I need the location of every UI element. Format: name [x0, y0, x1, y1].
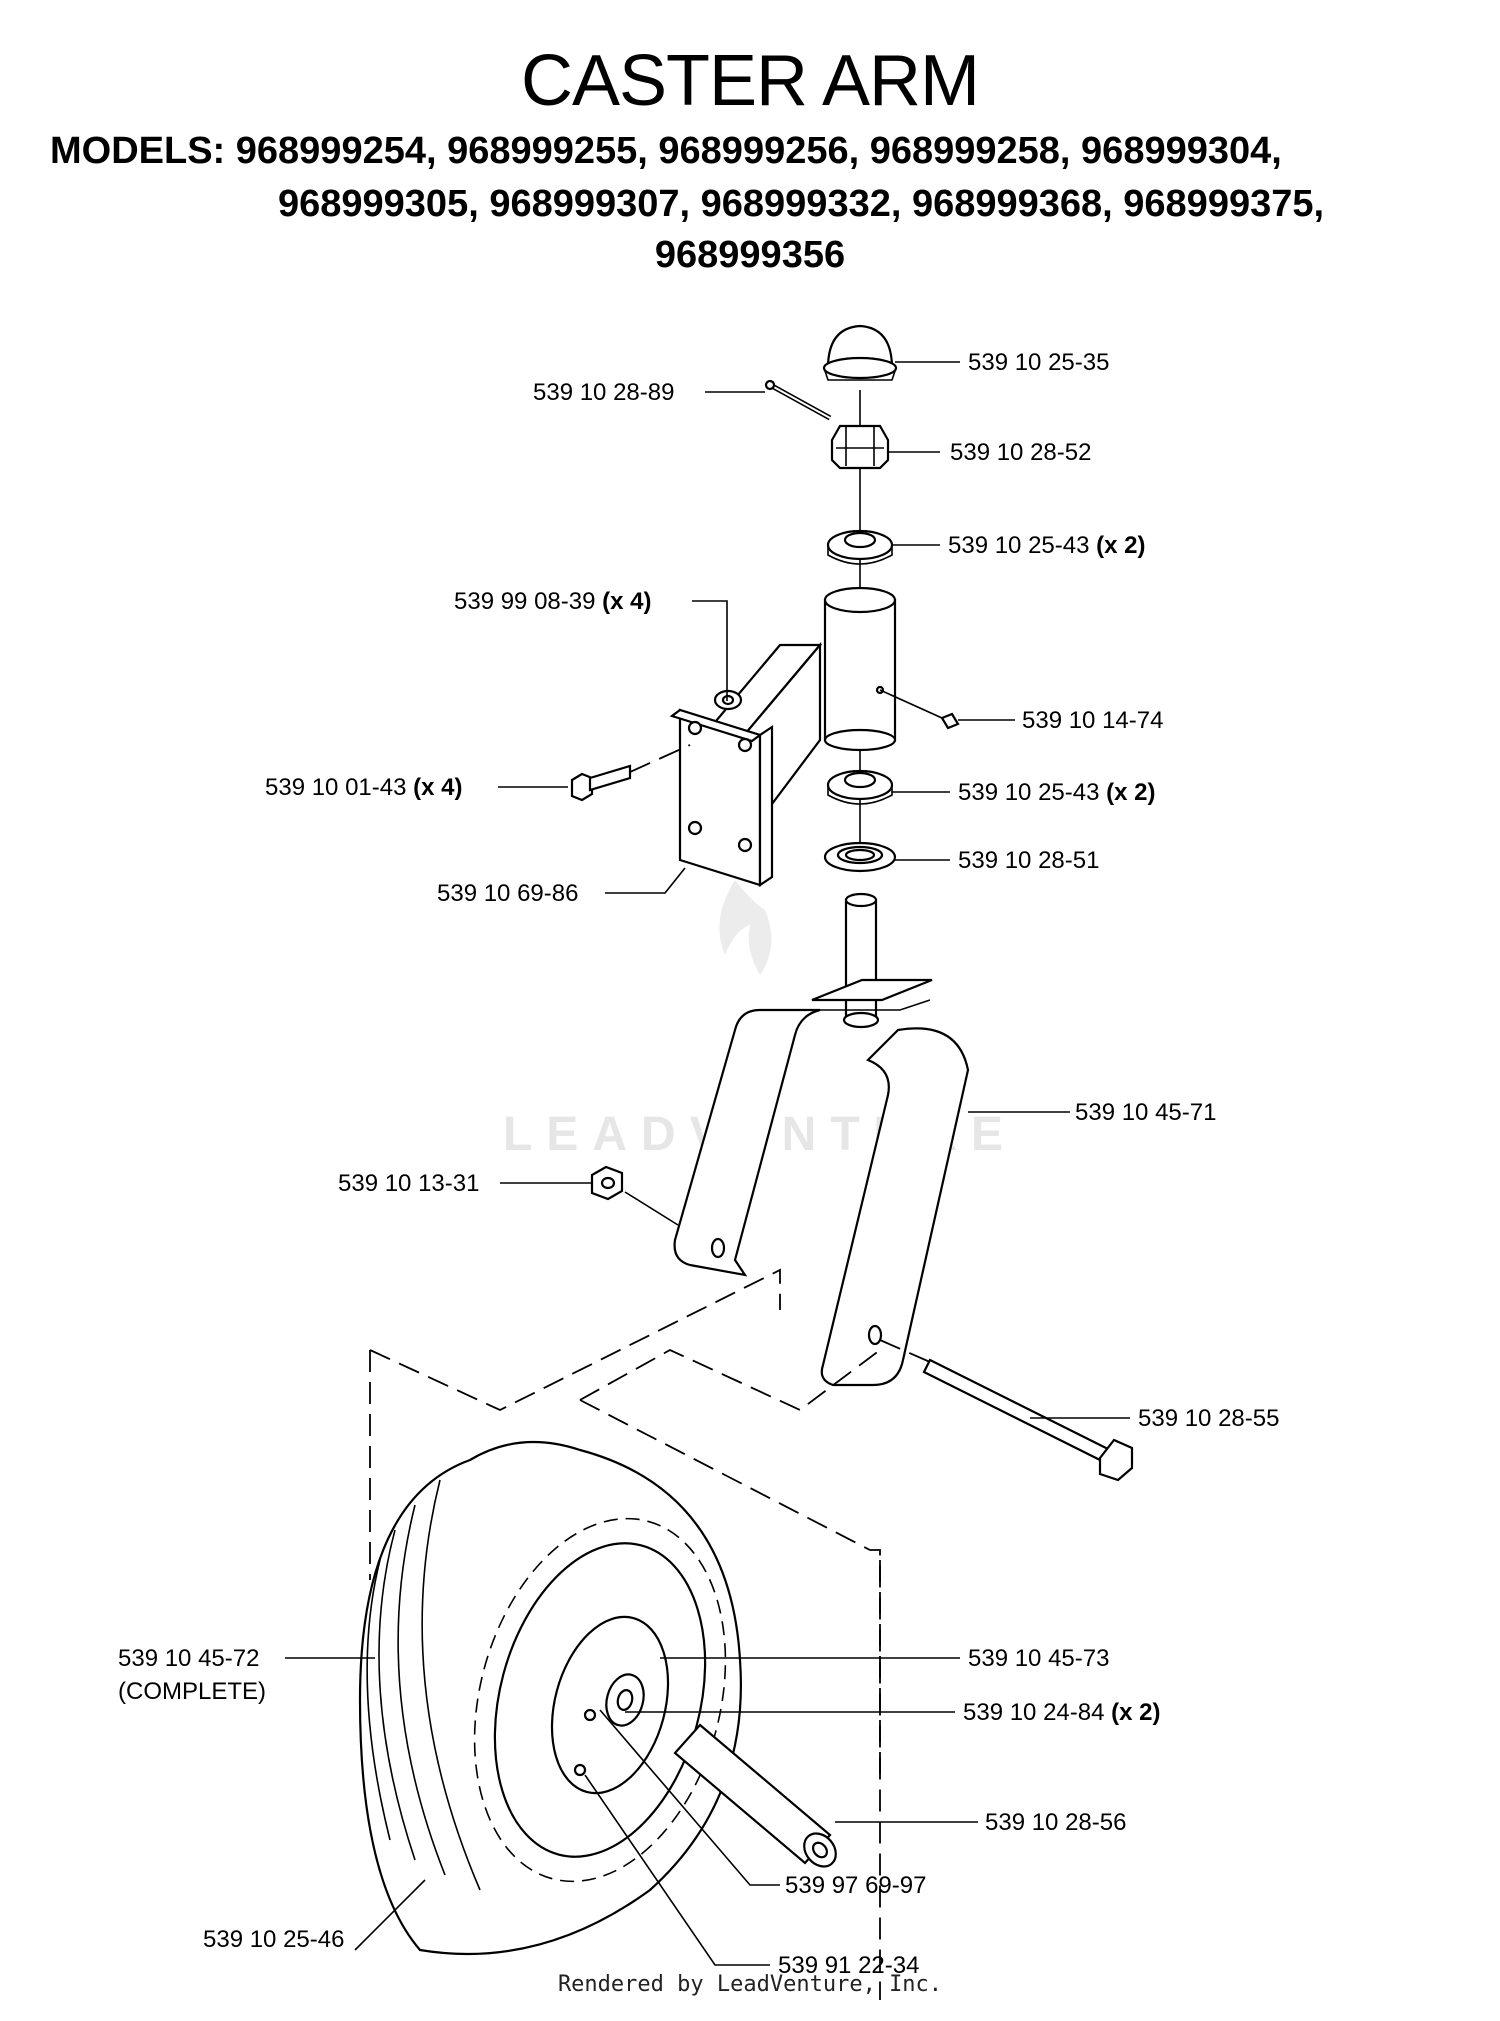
castle-nut[interactable]: [830, 424, 890, 470]
label-p19[interactable]: 539 10 25-46: [203, 1926, 344, 1953]
page-title: CASTER ARM: [520, 41, 980, 121]
upper-bearing[interactable]: [826, 529, 894, 565]
footer-credit: Rendered by LeadVenture, Inc.: [557, 1972, 943, 1997]
caster-fork[interactable]: [673, 892, 970, 1387]
lock-nut[interactable]: [713, 689, 743, 711]
label-p5[interactable]: 539 99 08-39 (x 4): [454, 588, 652, 615]
label-p14[interactable]: 539 10 45-72: [118, 1645, 259, 1672]
label-p17[interactable]: 539 10 28-56: [985, 1809, 1126, 1836]
part-labels: 539 10 25-35 539 10 28-89 539 10 28-52 5…: [118, 349, 1279, 1979]
dust-cap[interactable]: [822, 324, 898, 381]
label-p11[interactable]: 539 10 45-71: [1075, 1099, 1216, 1126]
label-p13[interactable]: 539 10 28-55: [1138, 1405, 1279, 1432]
flame-logo-icon: [719, 880, 772, 975]
label-p4[interactable]: 539 10 25-43 (x 2): [948, 532, 1146, 559]
label-p6[interactable]: 539 10 14-74: [1022, 707, 1163, 734]
label-p1[interactable]: 539 10 25-35: [968, 349, 1109, 376]
models-line-1: MODELS: 968999254, 968999255, 968999256,…: [50, 130, 1282, 172]
models-line-2: 968999305, 968999307, 968999332, 9689993…: [278, 183, 1325, 225]
spacer-tube[interactable]: [673, 1723, 842, 1873]
label-p18[interactable]: 539 97 69-97: [785, 1872, 926, 1899]
label-p15[interactable]: 539 10 45-73: [968, 1645, 1109, 1672]
label-p7[interactable]: 539 10 01-43 (x 4): [265, 774, 463, 801]
label-p10[interactable]: 539 10 69-86: [437, 880, 578, 907]
axle-bolt[interactable]: [879, 1339, 1134, 1482]
label-p8[interactable]: 539 10 25-43 (x 2): [958, 779, 1156, 806]
wheel-assembly[interactable]: [358, 1440, 764, 1956]
lower-bearing[interactable]: [826, 769, 894, 805]
label-p16[interactable]: 539 10 24-84 (x 2): [963, 1699, 1161, 1726]
plate-bolt[interactable]: [570, 744, 691, 802]
cotter-pin[interactable]: [764, 379, 832, 421]
leader-lines: [285, 361, 1130, 1966]
label-p2[interactable]: 539 10 28-89: [533, 379, 674, 406]
grease-fitting[interactable]: [879, 689, 960, 730]
label-p20[interactable]: 539 91 22-34: [778, 1952, 919, 1979]
label-p3[interactable]: 539 10 28-52: [950, 439, 1091, 466]
label-p12[interactable]: 539 10 13-31: [338, 1170, 479, 1197]
assembly-dashed-lines: [369, 1268, 881, 2000]
seal[interactable]: [823, 841, 897, 873]
label-p9[interactable]: 539 10 28-51: [958, 847, 1099, 874]
label-p14-complete: (COMPLETE): [118, 1678, 266, 1705]
caster-arm-weldment[interactable]: [669, 586, 897, 888]
hex-nut[interactable]: [590, 1165, 679, 1226]
models-line-3: 968999356: [654, 234, 846, 276]
